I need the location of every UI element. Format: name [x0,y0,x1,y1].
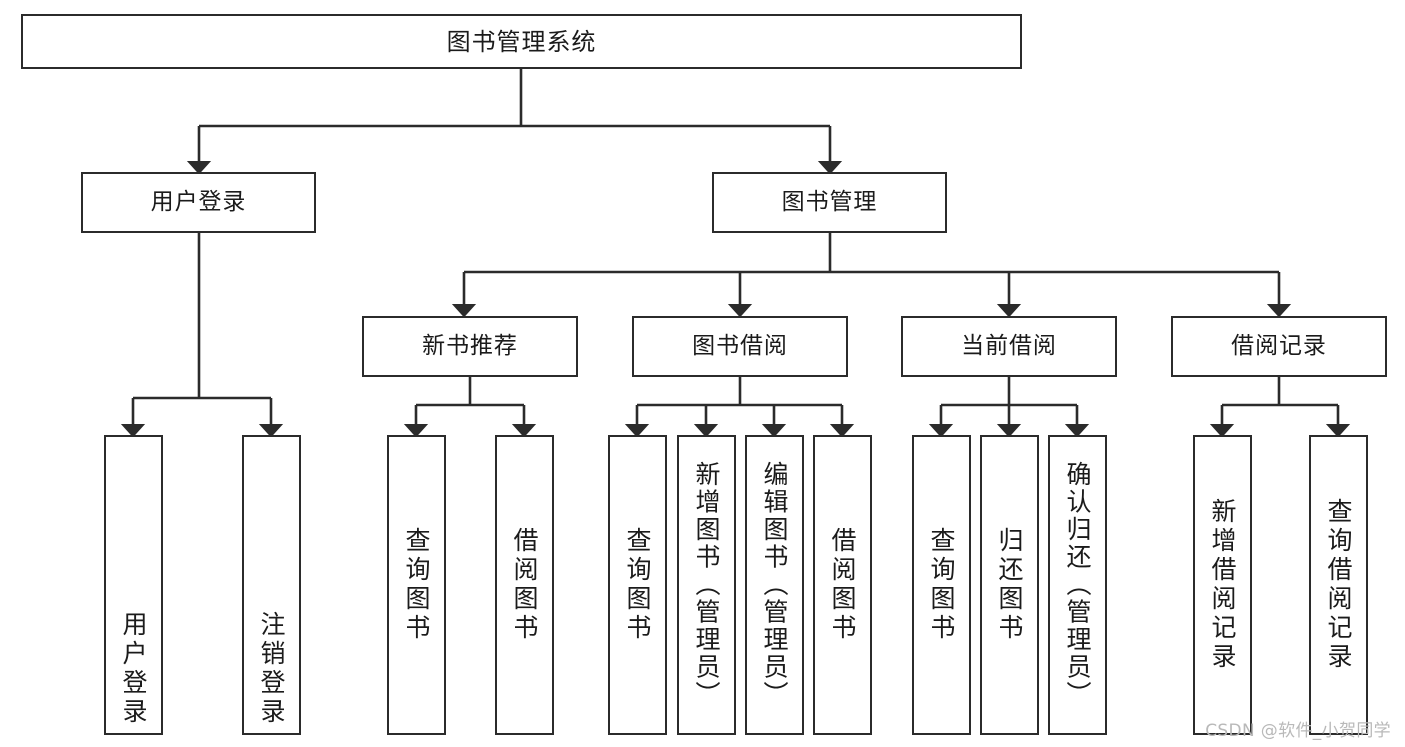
node-label: 查询图书 [927,527,956,643]
node-label: 图书管理系统 [446,27,597,56]
node-label: 用户登录 [119,611,148,727]
node-leaf-edit-book[interactable]: 编辑图书（管理员） [745,435,804,735]
node-label: 图书借阅 [692,333,788,359]
node-label: 借阅记录 [1231,333,1327,359]
node-label: 编辑图书（管理员） [760,461,789,709]
node-label: 借阅图书 [510,527,539,643]
node-book-management[interactable]: 图书管理 [712,172,947,233]
node-borrow-record[interactable]: 借阅记录 [1171,316,1387,377]
node-user-login[interactable]: 用户登录 [81,172,316,233]
node-label: 确认归还（管理员） [1063,461,1092,709]
node-leaf-confirm-return[interactable]: 确认归还（管理员） [1048,435,1107,735]
node-new-book-recommend[interactable]: 新书推荐 [362,316,578,377]
node-leaf-query-book-borrow[interactable]: 查询图书 [608,435,667,735]
node-label: 注销登录 [257,611,286,727]
node-leaf-query-book-recommend[interactable]: 查询图书 [387,435,446,735]
node-label: 新增图书（管理员） [692,461,721,709]
node-leaf-user-login[interactable]: 用户登录 [104,435,163,735]
node-label: 查询借阅记录 [1324,498,1353,672]
node-leaf-return-book[interactable]: 归还图书 [980,435,1039,735]
node-label: 查询图书 [623,527,652,643]
node-leaf-logout-login[interactable]: 注销登录 [242,435,301,735]
node-leaf-query-borrow-record[interactable]: 查询借阅记录 [1309,435,1368,735]
node-root-book-management-system[interactable]: 图书管理系统 [21,14,1022,69]
node-leaf-add-book[interactable]: 新增图书（管理员） [677,435,736,735]
node-label: 新增借阅记录 [1208,498,1237,672]
node-label: 借阅图书 [828,527,857,643]
node-label: 图书管理 [781,189,878,215]
node-label: 新书推荐 [422,333,518,359]
node-leaf-borrow-book-recommend[interactable]: 借阅图书 [495,435,554,735]
node-label: 归还图书 [995,527,1024,643]
node-label: 查询图书 [402,527,431,643]
node-current-borrow[interactable]: 当前借阅 [901,316,1117,377]
node-leaf-borrow-book[interactable]: 借阅图书 [813,435,872,735]
node-label: 用户登录 [150,189,247,215]
watermark-text: CSDN @软件_小贺同学 [1205,721,1391,741]
node-book-borrow[interactable]: 图书借阅 [632,316,848,377]
node-leaf-add-borrow-record[interactable]: 新增借阅记录 [1193,435,1252,735]
node-leaf-query-book-current[interactable]: 查询图书 [912,435,971,735]
node-label: 当前借阅 [961,333,1057,359]
